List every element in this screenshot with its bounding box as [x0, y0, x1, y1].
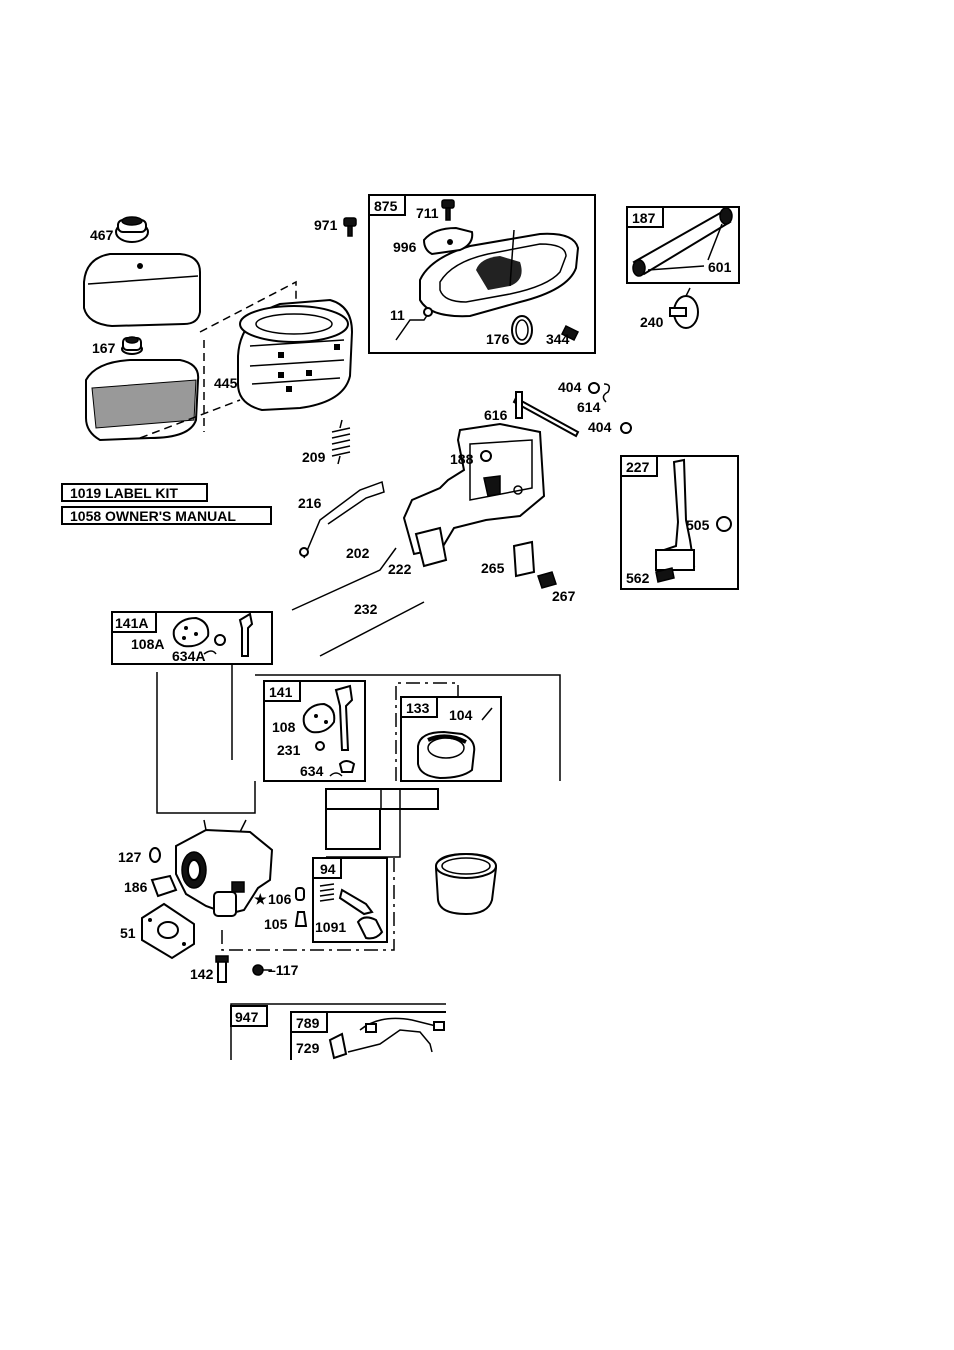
part-label-1091: 1091	[315, 919, 346, 935]
part-label-231: 231	[277, 742, 301, 758]
box-label-141A: 141A	[115, 615, 148, 631]
part-label-108A: 108A	[131, 636, 164, 652]
part-label-445: 445	[214, 375, 238, 391]
part-label-265: 265	[481, 560, 505, 576]
part-label-11: 11	[390, 307, 405, 323]
connector-line-4	[326, 789, 400, 857]
box-label-187: 187	[632, 210, 656, 226]
part-label-202: 202	[346, 545, 370, 561]
part-label-614: 614	[577, 399, 601, 415]
star-symbol: ★	[254, 891, 267, 907]
part-label-105: 105	[264, 916, 288, 932]
part-label-971: 971	[314, 217, 338, 233]
part-label-267: 267	[552, 588, 576, 604]
part-label-209: 209	[302, 449, 326, 465]
box-label-875: 875	[374, 198, 398, 214]
box-label-133: 133	[406, 700, 430, 716]
part-label-106: 106	[268, 891, 292, 907]
owners-manual-text: 1058 OWNER'S MANUAL	[70, 508, 236, 524]
part-label-142: 142	[190, 966, 214, 982]
empty-box-stack	[326, 809, 380, 849]
box-label-789: 789	[296, 1015, 320, 1031]
air-cleaner-cover	[84, 254, 200, 326]
part-label-108: 108	[272, 719, 296, 735]
part-label-729: 729	[296, 1040, 320, 1056]
part-label-51: 51	[120, 925, 136, 941]
kit-box-875: 875	[369, 195, 595, 353]
part-label-186: 186	[124, 879, 148, 895]
part-label-562: 562	[626, 570, 650, 586]
air-filter-cartridge-445	[238, 300, 352, 410]
part-label-404a: 404	[558, 379, 582, 395]
label-kit-text: 1019 LABEL KIT	[70, 485, 178, 501]
kit-box-947: 947	[231, 1006, 267, 1026]
screw-971	[344, 218, 356, 236]
part-label-601: 601	[708, 259, 732, 275]
pre-cleaner-sleeve	[86, 360, 198, 440]
part-label-634: 634	[300, 763, 324, 779]
control-bracket-group	[292, 383, 631, 656]
box-label-141: 141	[269, 684, 293, 700]
part-label-117: –117	[268, 962, 299, 978]
part-label-616: 616	[484, 407, 508, 423]
part-label-996: 996	[393, 239, 417, 255]
label-kit-box: 1019 LABEL KIT	[62, 484, 207, 501]
part-label-232: 232	[354, 601, 378, 617]
box-label-947: 947	[235, 1009, 259, 1025]
part-label-240: 240	[640, 314, 664, 330]
knob-467	[116, 217, 148, 242]
part-label-127: 127	[118, 849, 142, 865]
float-bowl	[436, 854, 496, 914]
box-label-94: 94	[320, 861, 336, 877]
empty-box-row	[326, 789, 438, 809]
part-label-176: 176	[486, 331, 510, 347]
part-label-505: 505	[686, 517, 710, 533]
part-label-344: 344	[546, 331, 570, 347]
fuel-filter-240	[670, 288, 698, 328]
part-label-222: 222	[388, 561, 412, 577]
owners-manual-box: 1058 OWNER'S MANUAL	[62, 507, 271, 524]
air-cleaner-group: 467 167	[84, 217, 352, 440]
part-label-467: 467	[90, 227, 114, 243]
part-label-104: 104	[449, 707, 473, 723]
part-label-634A: 634A	[172, 648, 205, 664]
connector-line-2	[157, 672, 255, 813]
part-label-188: 188	[450, 451, 474, 467]
part-label-216: 216	[298, 495, 322, 511]
part-label-711: 711	[416, 205, 439, 221]
grommet-167	[122, 337, 142, 354]
box-label-227: 227	[626, 459, 650, 475]
part-label-167: 167	[92, 340, 116, 356]
part-label-404b: 404	[588, 419, 612, 435]
